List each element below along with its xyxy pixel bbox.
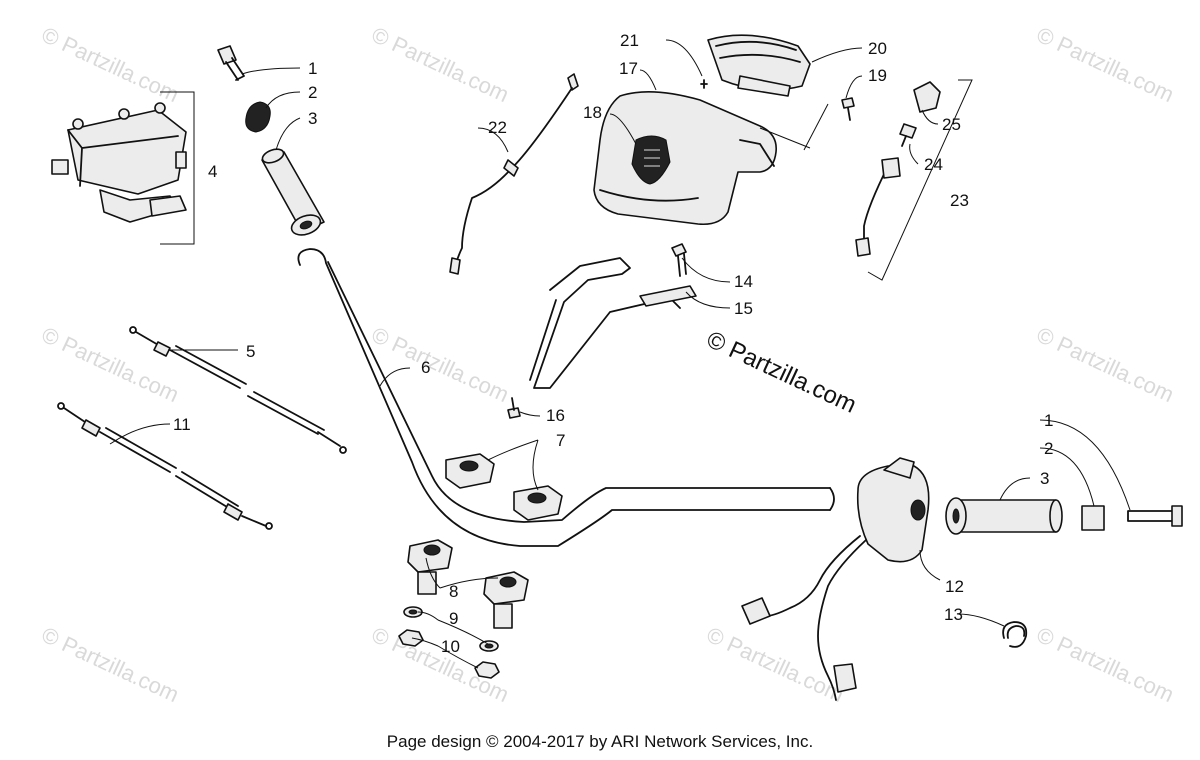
watermark: © Partzilla.com [38, 622, 183, 707]
handlebar-clamp-lower-part-8 [407, 539, 529, 629]
speedometer-cable-part-22 [449, 73, 579, 275]
screw-part-19 [841, 97, 855, 121]
washer-part-9 [403, 606, 499, 652]
bolt-part-1-right [1127, 505, 1183, 527]
center-watermark: © Partzilla.com [702, 326, 860, 419]
key-part-24 [899, 123, 917, 147]
screw-part-21 [700, 79, 708, 89]
callout-13: 13 [944, 605, 963, 624]
callout-22: 22 [488, 118, 507, 137]
handlebar-part-6 [297, 248, 835, 547]
callout-11: 11 [173, 415, 191, 434]
bracket-part-15 [529, 257, 697, 389]
callout-25: 25 [942, 115, 961, 134]
throttle-control-part-4 [51, 91, 195, 245]
callout-17: 17 [619, 59, 638, 78]
snap-ring-part-13 [1002, 621, 1028, 648]
callout-24: 24 [924, 155, 943, 174]
callout-3-top: 3 [308, 109, 317, 128]
switch-part-23 [855, 79, 973, 281]
callout-7: 7 [556, 431, 565, 450]
callout-1-right: 1 [1044, 411, 1053, 430]
handlebar-clamp-upper-part-7 [445, 453, 563, 521]
watermark: © Partzilla.com [1033, 322, 1178, 407]
watermark: © Partzilla.com [703, 622, 848, 707]
callout-8: 8 [449, 582, 458, 601]
screw-part-16 [507, 397, 521, 419]
callout-3-right: 3 [1040, 469, 1049, 488]
hand-grip-part-3-right [945, 497, 1063, 535]
callout-23: 23 [950, 191, 969, 210]
cable-part-5 [129, 326, 347, 454]
callout-2-right: 2 [1044, 439, 1053, 458]
callout-21: 21 [620, 31, 639, 50]
bolt-part-14 [671, 243, 687, 277]
leader-lines [109, 39, 1131, 669]
callout-19: 19 [868, 66, 887, 85]
gauge-part-20 [707, 34, 811, 97]
decal-part-18 [631, 135, 671, 185]
callout-18: 18 [583, 103, 602, 122]
watermark: © Partzilla.com [368, 322, 513, 407]
callout-1-top: 1 [308, 59, 317, 78]
grip-end-cap-part-2-right [1081, 505, 1105, 531]
nut-part-10 [398, 629, 500, 679]
watermark: © Partzilla.com [1033, 622, 1178, 707]
callout-6: 6 [421, 358, 430, 377]
callout-15: 15 [734, 299, 753, 318]
watermark: © Partzilla.com [38, 322, 183, 407]
watermark: © Partzilla.com [368, 22, 513, 107]
watermark: © Partzilla.com [1033, 22, 1178, 107]
callout-14: 14 [734, 272, 753, 291]
cap-part-25 [913, 81, 941, 113]
watermark: © Partzilla.com [38, 22, 183, 107]
callout-2-top: 2 [308, 83, 317, 102]
callout-12: 12 [945, 577, 964, 596]
callout-5: 5 [246, 342, 255, 361]
callout-labels: 1 2 3 4 5 6 7 8 9 10 11 12 13 14 15 16 1… [173, 31, 1053, 656]
callout-16: 16 [546, 406, 565, 425]
switch-housing-part-12 [741, 457, 930, 701]
callout-20: 20 [868, 39, 887, 58]
callout-4: 4 [208, 162, 217, 181]
copyright-footer: Page design © 2004-2017 by ARI Network S… [386, 732, 814, 751]
cable-part-11 [57, 402, 273, 530]
callout-10: 10 [441, 637, 460, 656]
bolt-part-1-top [217, 45, 245, 81]
callout-9: 9 [449, 609, 458, 628]
hand-grip-part-3-top [261, 148, 325, 236]
grip-end-cap-part-2-top [245, 101, 271, 133]
instrument-pod-part-17 [593, 91, 777, 226]
